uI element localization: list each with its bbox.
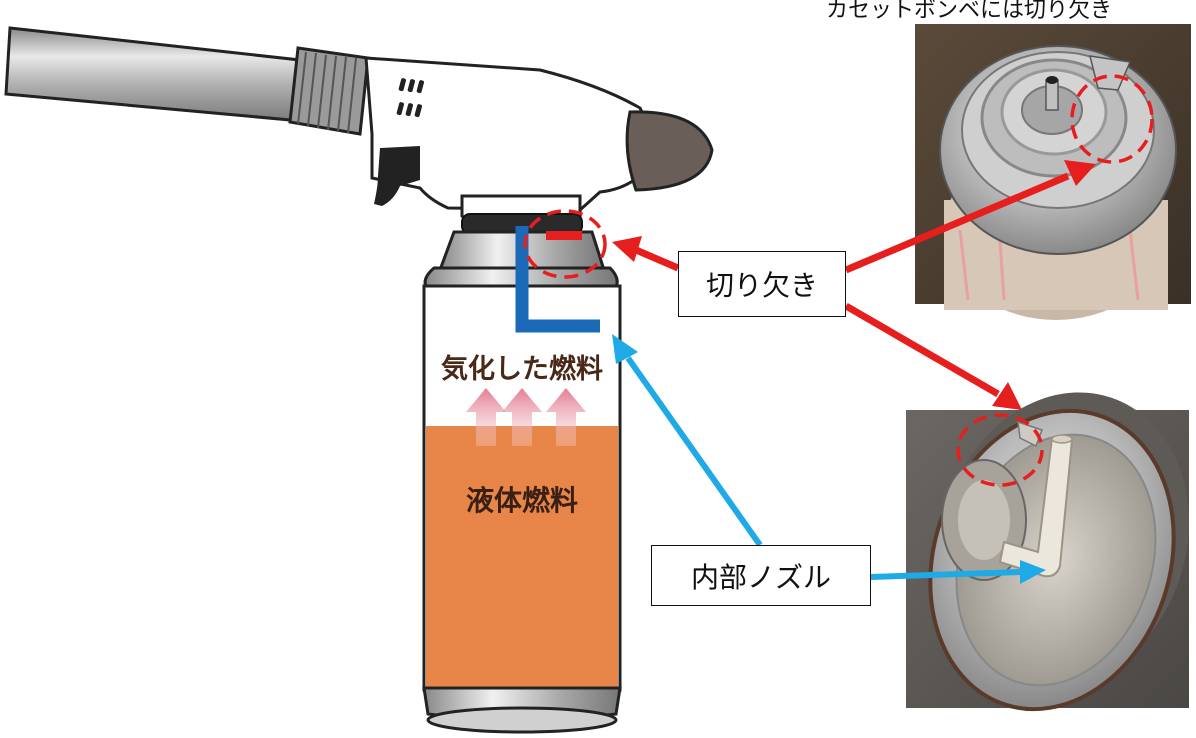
vapor-arrows: [466, 388, 586, 446]
blue-arrows: [612, 334, 1046, 584]
gas-can-illustration: 気化した燃料 液体燃料: [422, 213, 622, 734]
cutout-label: 切り欠き: [678, 251, 846, 317]
cutout-highlight-circle: [523, 209, 607, 279]
red-arrows: [612, 160, 1096, 410]
photo-can-top: [915, 24, 1191, 320]
torch-rear-cap: [625, 110, 714, 192]
torch-vents: [396, 78, 425, 118]
top-caption: カセットボンベには切り欠き: [826, 0, 1113, 22]
photo1-highlight-circle: [1070, 74, 1154, 164]
photo-valve-cap: [906, 392, 1189, 712]
torch-illustration: [4, 26, 714, 221]
internal-nozzle-label: 内部ノズル: [651, 545, 871, 606]
cutout-mark: [546, 231, 582, 240]
internal-nozzle-shape: [515, 226, 600, 333]
torch-trigger: [374, 146, 420, 206]
torch-barrel: [4, 26, 320, 124]
photo2-highlight-circle: [956, 413, 1044, 487]
liquid-fuel-text: 液体燃料: [466, 484, 578, 517]
vapor-fuel-text: 気化した燃料: [441, 353, 603, 385]
